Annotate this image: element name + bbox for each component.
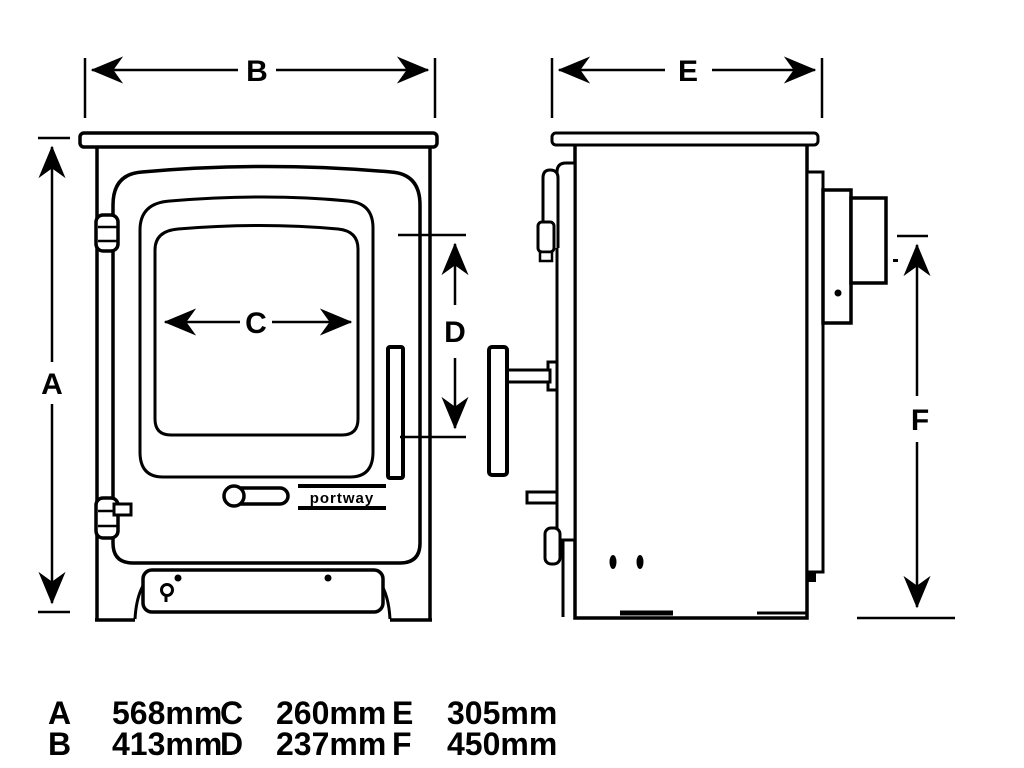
legend-val-b: 413mm: [112, 726, 222, 762]
brand-logo: portway: [298, 484, 386, 510]
legend-key-b: B: [48, 726, 71, 762]
legend-val-a: 568mm: [112, 695, 222, 731]
dimension-e: [550, 56, 824, 118]
top-plate-side: [550, 131, 820, 147]
vent-hole: [636, 555, 644, 569]
brand-logo-text: portway: [310, 490, 375, 507]
legend-val-f: 450mm: [447, 726, 557, 762]
dim-label-c: C: [245, 307, 267, 340]
flue-collar: [849, 196, 888, 285]
legend-key-d: D: [220, 726, 243, 762]
ash-drawer: [141, 568, 385, 614]
dimension-d: [398, 233, 469, 439]
legend-key-c: C: [220, 695, 243, 731]
dim-label-d: D: [444, 316, 466, 349]
dimension-b: [83, 56, 437, 118]
door-latch-bar: [386, 345, 405, 480]
dimension-f: [857, 234, 955, 620]
door-handle-front: [222, 484, 290, 508]
dimension-a: [38, 136, 70, 614]
door-profile: [555, 161, 577, 542]
dim-label-b: B: [246, 55, 268, 88]
hinge-bottom-icon: [94, 496, 133, 540]
rear-panel: [805, 170, 825, 574]
legend-val-e: 305mm: [447, 695, 557, 731]
side-view: [487, 56, 955, 620]
dim-label-f: F: [911, 404, 929, 437]
legend-val-d: 237mm: [276, 726, 386, 762]
front-view: portway: [38, 56, 469, 622]
door-glass: [153, 224, 360, 437]
door-handle-side: [487, 345, 559, 477]
legend: A 568mm B 413mm C 260mm D 237mm E 305mm …: [48, 695, 557, 762]
legend-key-f: F: [392, 726, 412, 762]
stove-body-side: [573, 142, 809, 620]
legend-key-e: E: [392, 695, 413, 731]
dim-label-a: A: [41, 368, 63, 401]
dim-label-e: E: [678, 55, 698, 88]
legend-key-a: A: [48, 695, 71, 731]
legend-val-c: 260mm: [276, 695, 386, 731]
hinge-top-side-icon: [536, 168, 560, 263]
hinge-bottom-side-icon: [543, 526, 562, 566]
hinge-top-icon: [94, 213, 120, 253]
top-plate-front: [78, 131, 439, 149]
vent-hole: [609, 555, 617, 569]
riddling-lever: [525, 490, 559, 505]
rear-bracket: [821, 188, 853, 325]
